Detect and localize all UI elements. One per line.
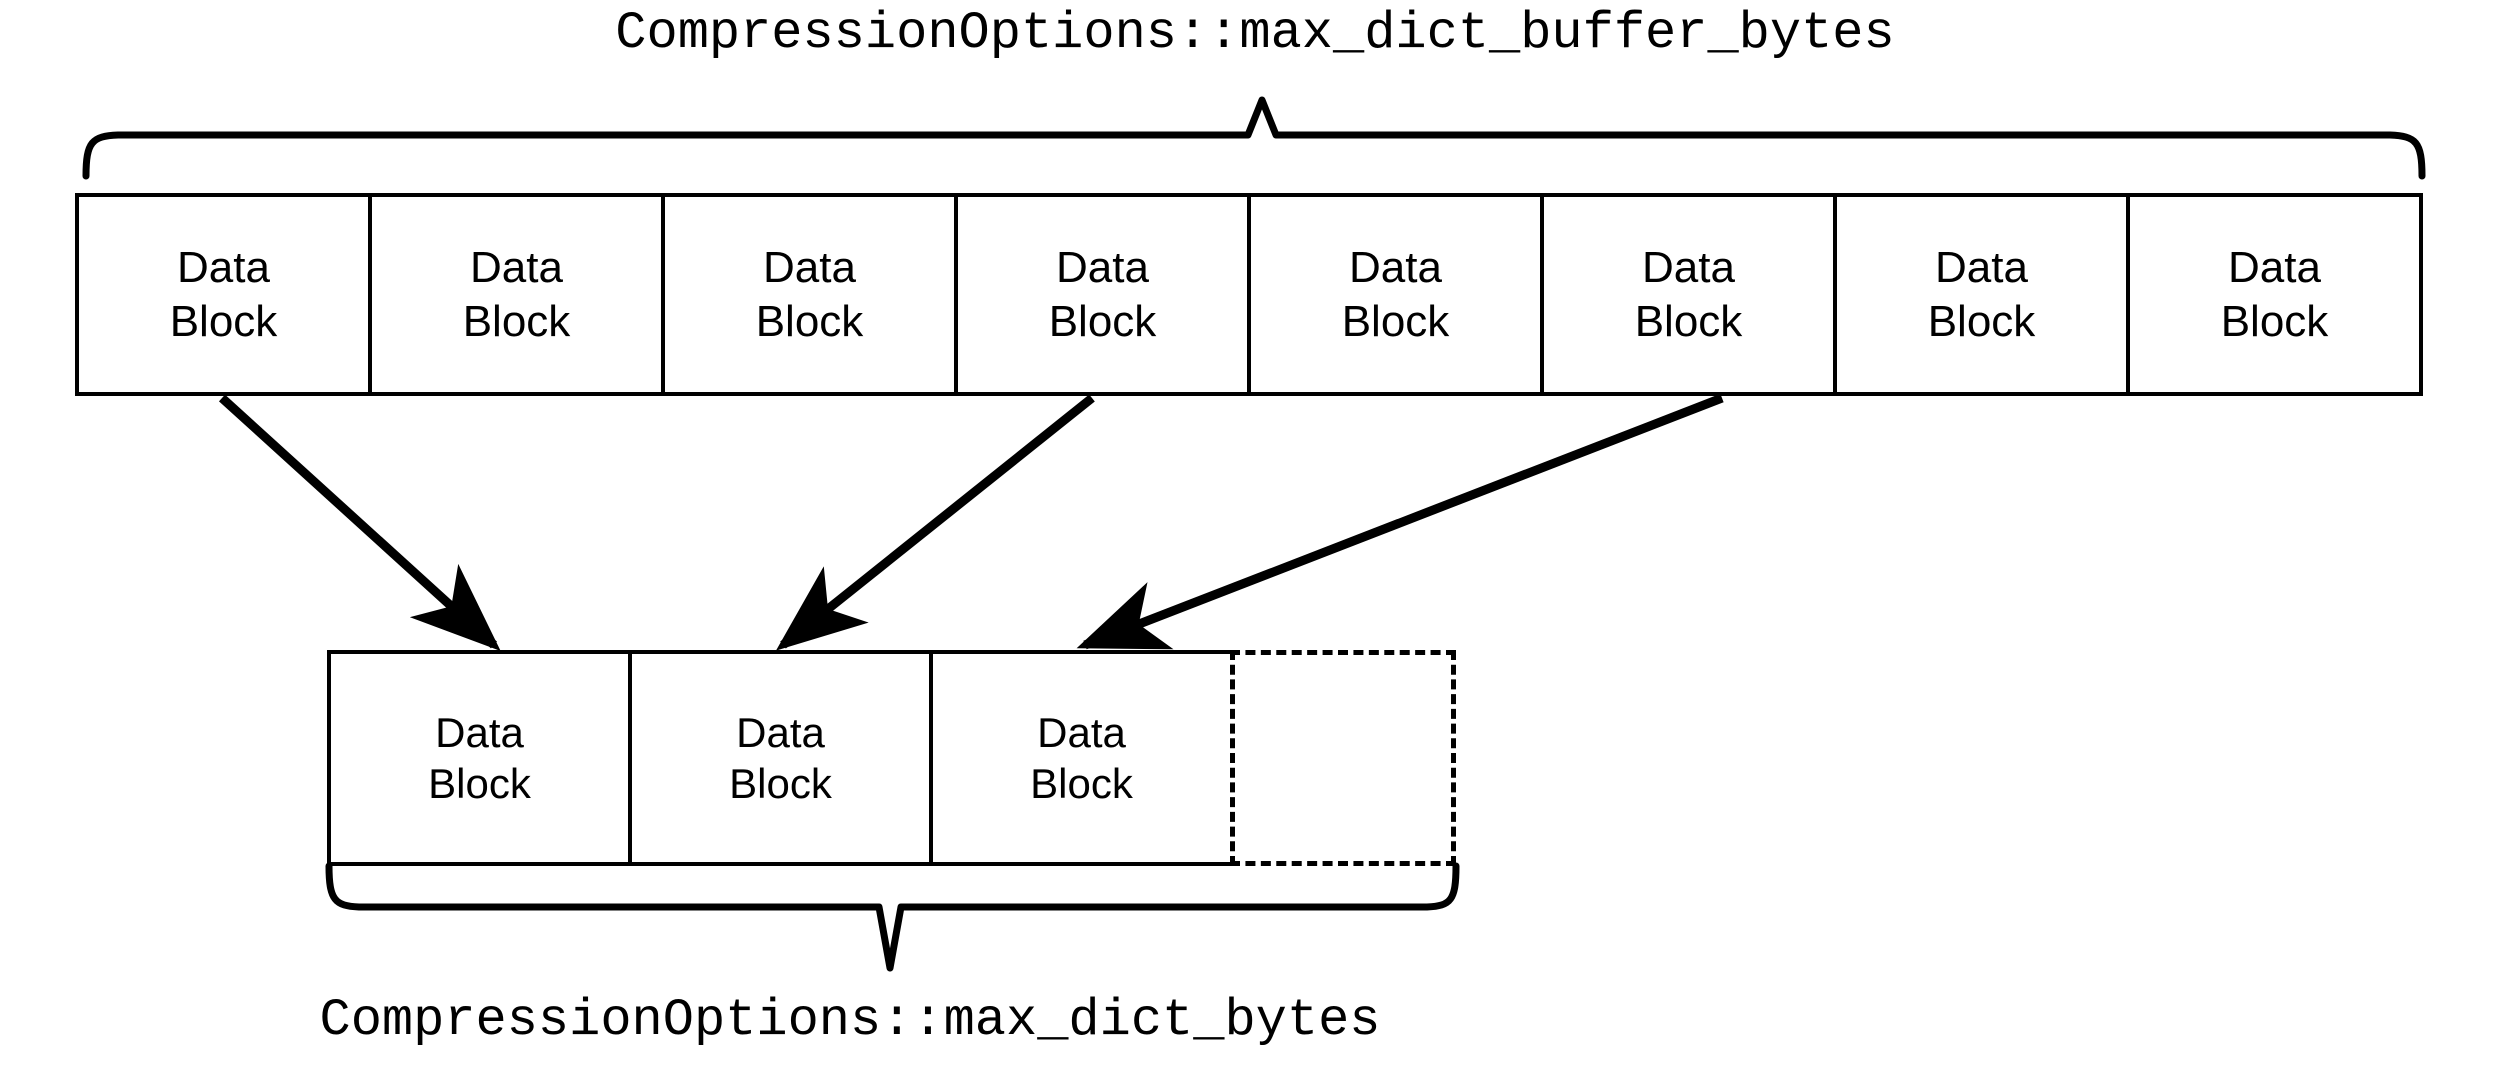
top-data-block-3-line2: Block <box>755 296 864 346</box>
top-data-block-4-line1: Data <box>1056 242 1149 292</box>
top-data-block-1-line2: Block <box>169 296 278 346</box>
bottom-data-block-1-line1: Data <box>435 708 524 756</box>
brace-bottom <box>325 862 1460 972</box>
arrow-block1-to-lower1 <box>218 394 501 652</box>
top-data-block-7[interactable]: Data Block <box>1833 193 2130 396</box>
top-data-block-2[interactable]: Data Block <box>368 193 665 396</box>
top-data-block-7-line2: Block <box>1927 296 2036 346</box>
top-data-block-8-line1: Data <box>2228 242 2321 292</box>
top-data-block-3-line1: Data <box>763 242 856 292</box>
top-data-block-1-line1: Data <box>177 242 270 292</box>
top-brace-label: CompressionOptions::max_dict_buffer_byte… <box>615 4 1895 63</box>
brace-top <box>82 96 2426 180</box>
top-data-block-8-line2: Block <box>2220 296 2329 346</box>
top-data-block-6-line2: Block <box>1634 296 1743 346</box>
top-data-block-5[interactable]: Data Block <box>1247 193 1544 396</box>
top-data-block-5-line1: Data <box>1349 242 1442 292</box>
top-data-block-6[interactable]: Data Block <box>1540 193 1837 396</box>
top-data-block-4-line2: Block <box>1048 296 1157 346</box>
bottom-data-block-2-line2: Block <box>729 760 832 807</box>
bottom-data-block-2[interactable]: Data Block <box>628 650 933 866</box>
top-data-block-1[interactable]: Data Block <box>75 193 372 396</box>
top-data-block-5-line2: Block <box>1341 296 1450 346</box>
top-data-block-3[interactable]: Data Block <box>661 193 958 396</box>
bottom-data-block-1[interactable]: Data Block <box>327 650 632 866</box>
top-data-block-2-line1: Data <box>470 242 563 292</box>
bottom-brace-label: CompressionOptions::max_dict_bytes <box>319 991 1381 1050</box>
top-data-block-8[interactable]: Data Block <box>2126 193 2423 396</box>
bottom-data-block-3-line2: Block <box>1030 760 1133 807</box>
top-data-block-4[interactable]: Data Block <box>954 193 1251 396</box>
bottom-data-block-2-line1: Data <box>736 708 825 756</box>
bottom-data-block-1-line2: Block <box>428 760 531 807</box>
arrow-block6-to-lower3 <box>1076 393 1724 650</box>
arrow-block4-to-lower2 <box>775 394 1095 651</box>
bottom-data-block-3[interactable]: Data Block <box>929 650 1234 866</box>
top-data-block-7-line1: Data <box>1935 242 2028 292</box>
top-data-block-2-line2: Block <box>462 296 571 346</box>
top-data-block-6-line1: Data <box>1642 242 1735 292</box>
bottom-data-block-3-line1: Data <box>1037 708 1126 756</box>
bottom-empty-slot-dashed[interactable] <box>1230 650 1456 866</box>
